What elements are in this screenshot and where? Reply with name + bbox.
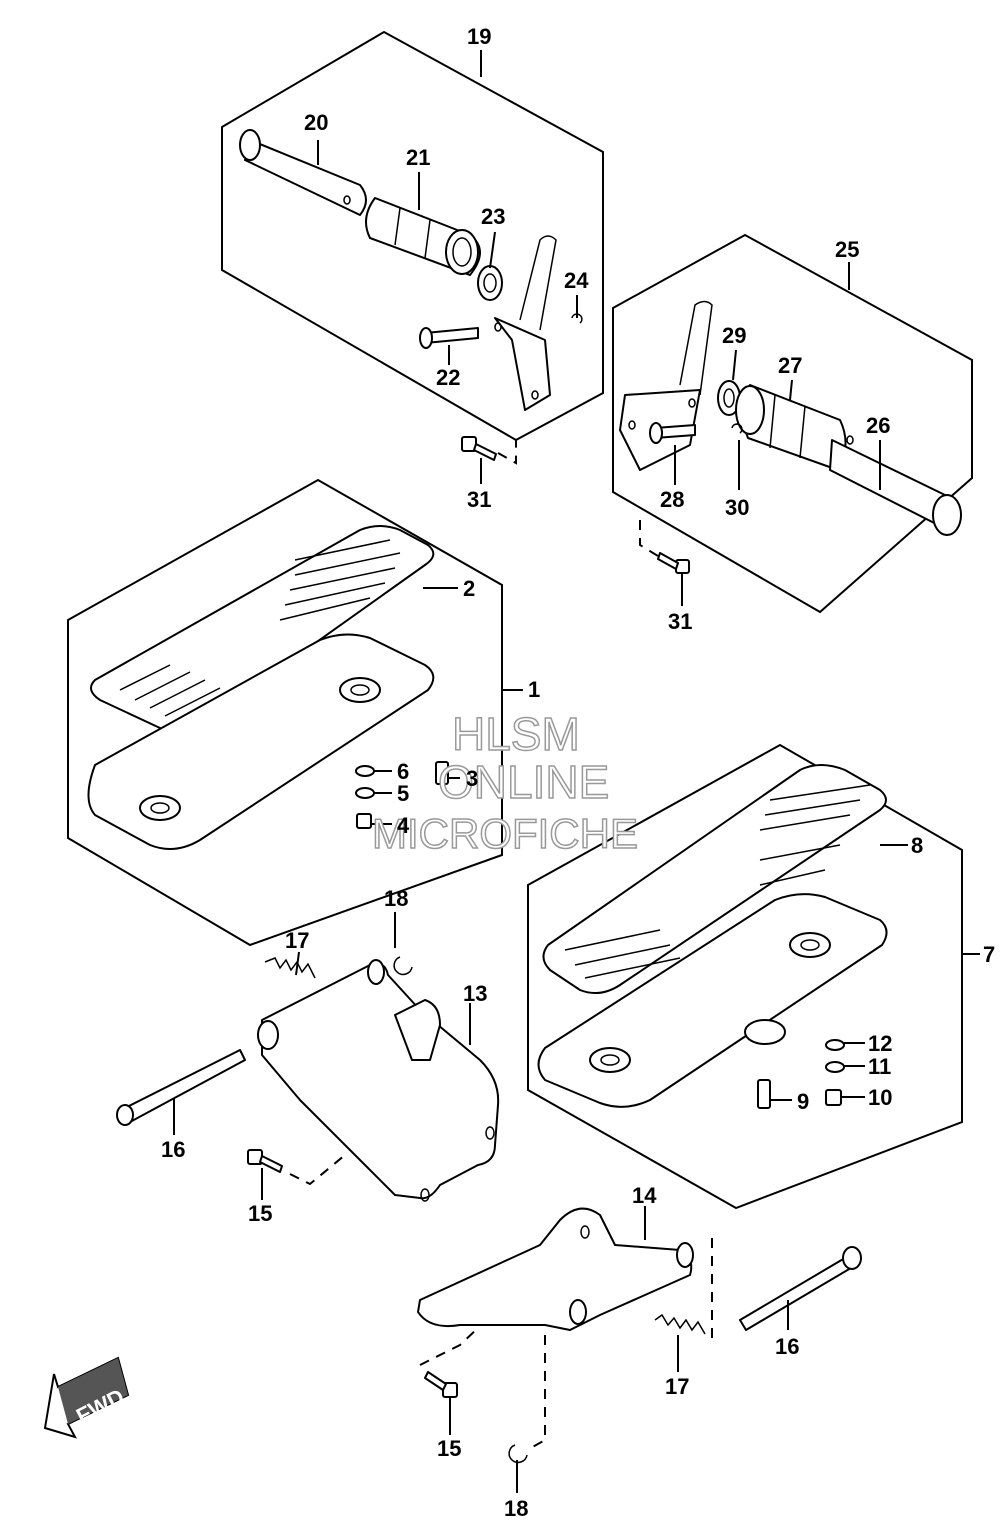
callout-23: 23: [481, 204, 505, 229]
part-30-clip: [731, 423, 743, 434]
callout-11: 11: [868, 1054, 891, 1079]
callout-8: 8: [911, 833, 923, 858]
part-28-pin: [649, 422, 696, 444]
callout-24: 24: [564, 268, 589, 293]
part-18-clip-left: [393, 956, 413, 976]
part-29-washer: [717, 380, 741, 416]
part-17-spring-right: [654, 1313, 706, 1335]
callout-13: 13: [463, 981, 487, 1006]
callout-18-bottom: 18: [504, 1496, 528, 1521]
part-7-footboard-base: [537, 893, 888, 1108]
part-6-washer: [355, 765, 375, 777]
part-2-footboard-rubber: [90, 525, 435, 734]
part-16-shaft-left: [116, 1049, 246, 1126]
callout-9: 9: [797, 1089, 809, 1114]
part-23-washer: [477, 265, 503, 301]
part-11-washer: [825, 1061, 845, 1073]
part-12-washer: [825, 1039, 845, 1051]
callout-15-bottom: 15: [437, 1436, 461, 1461]
callout-30: 30: [725, 495, 749, 520]
part-21-grip: [365, 197, 481, 276]
callout-17-right: 17: [665, 1374, 689, 1399]
callout-labels: 19 20 21 23 24 22 31 25 29 27 26 28 30 3…: [161, 24, 995, 1521]
callout-6: 6: [397, 759, 409, 784]
part-22-pin: [419, 327, 479, 349]
peg-bracket-19: [494, 235, 557, 411]
leader-dashed-15b: [419, 1327, 479, 1366]
callout-17-left: 17: [285, 928, 309, 953]
part-9-stud: [757, 1079, 771, 1109]
callout-1: 1: [528, 677, 540, 702]
leader-dashed-31a: [497, 440, 517, 465]
part-16-shaft-right: [739, 1246, 862, 1331]
callout-20: 20: [304, 110, 328, 135]
part-10-bolt: [825, 1089, 842, 1106]
part-13-bracket: [257, 959, 500, 1202]
part-1-footboard-base: [87, 633, 435, 850]
callout-28: 28: [660, 487, 684, 512]
part-5-washer: [355, 787, 375, 799]
part-3-stud: [435, 761, 449, 785]
callout-16-right: 16: [775, 1334, 799, 1359]
peg-bracket-25: [619, 300, 713, 471]
callout-18-top: 18: [384, 886, 408, 911]
part-26-shaft: [829, 435, 962, 536]
callout-21: 21: [406, 145, 430, 170]
assembly-box-7: [527, 743, 980, 1210]
callout-10: 10: [868, 1085, 892, 1110]
part-18-clip-right: [508, 1444, 528, 1464]
leader-dashed-15a: [289, 1154, 346, 1186]
watermark-line1: HLSM: [452, 708, 580, 760]
callout-2: 2: [463, 576, 475, 601]
part-24-clip: [571, 313, 583, 324]
callout-16-left: 16: [161, 1137, 185, 1162]
part-4-bolt: [356, 813, 372, 829]
part-17-spring-left: [264, 957, 316, 979]
part-8-footboard-rubber: [542, 764, 887, 995]
callout-31-right: 31: [668, 609, 692, 634]
leader-dashed-31b: [639, 520, 659, 557]
leader-dashed-18b: [526, 1335, 546, 1451]
watermark: HLSM ONLINE MICROFICHE: [371, 707, 639, 858]
watermark-line3: MICROFICHE: [372, 810, 638, 857]
part-31-bolt-right: [657, 552, 690, 574]
callout-19: 19: [467, 24, 491, 49]
part-15-bolt-left: [247, 1149, 283, 1173]
part-20-shaft: [239, 129, 367, 216]
part-14-bracket: [417, 1207, 694, 1331]
part-15-bolt-right: [424, 1371, 458, 1398]
assembly-box-19: [221, 30, 604, 442]
callout-4: 4: [397, 813, 410, 838]
callout-22: 22: [436, 365, 460, 390]
assembly-box-25: [612, 233, 973, 614]
arrow-fwd-icon: FWD: [43, 1356, 130, 1439]
callout-14: 14: [632, 1183, 657, 1208]
callout-7: 7: [983, 942, 995, 967]
callout-5: 5: [397, 781, 409, 806]
part-31-bolt-top: [461, 436, 497, 461]
leader-lines: [173, 140, 908, 1493]
callout-12: 12: [868, 1031, 892, 1056]
callout-25: 25: [835, 237, 859, 262]
callout-3: 3: [466, 766, 478, 791]
callout-31-top: 31: [467, 487, 491, 512]
callout-29: 29: [722, 323, 746, 348]
watermark-line2: ONLINE: [438, 756, 609, 808]
callout-15-left: 15: [248, 1201, 272, 1226]
assembly-box-1: [67, 478, 523, 947]
callout-27: 27: [778, 353, 802, 378]
callout-26: 26: [866, 413, 890, 438]
